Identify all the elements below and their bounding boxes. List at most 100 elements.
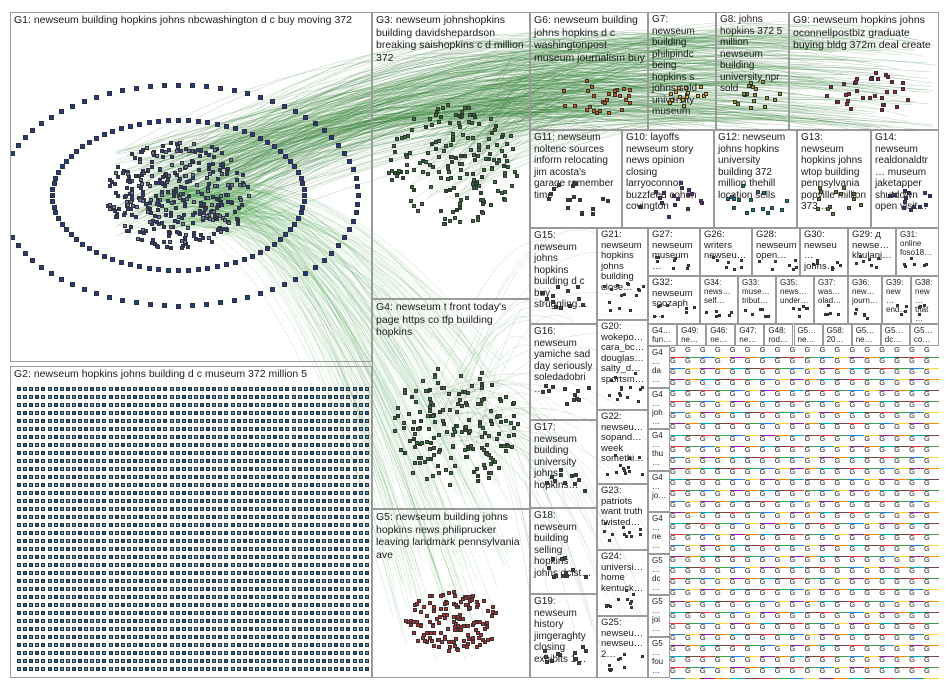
graph-edge (145, 68, 650, 178)
graph-node (163, 212, 168, 217)
graph-node (297, 555, 302, 559)
graph-edge (166, 114, 728, 171)
graph-node (169, 531, 174, 535)
graph-node (193, 523, 198, 527)
graph-node (346, 443, 351, 447)
graph-node (47, 555, 52, 559)
graph-node (145, 507, 150, 511)
graph-node (309, 651, 314, 655)
graph-edge (212, 77, 667, 164)
graph-node (358, 667, 363, 671)
graph-node (279, 475, 284, 479)
graph-node (309, 579, 314, 583)
group-panel-g2: G2: newseum hopkins johns building d c m… (10, 366, 372, 678)
graph-edge (191, 69, 754, 213)
graph-edge (221, 38, 786, 157)
graph-node (417, 410, 422, 415)
graph-node (181, 419, 186, 423)
graph-node (607, 301, 611, 305)
graph-node (250, 132, 256, 138)
group-label-col-6: G5… joi… (652, 597, 663, 633)
graph-node (334, 459, 339, 463)
graph-node (267, 595, 272, 599)
graph-node (352, 403, 357, 407)
graph-node (315, 571, 320, 575)
graph-node (78, 499, 82, 503)
graph-node (151, 611, 156, 615)
graph-node (163, 603, 168, 607)
tiny-group-cell: G (834, 667, 850, 679)
graph-node (587, 385, 592, 390)
graph-node (151, 619, 156, 623)
graph-node (175, 635, 180, 639)
graph-node (511, 146, 516, 151)
graph-node (352, 539, 357, 543)
graph-node (912, 262, 916, 266)
graph-node (364, 579, 369, 583)
graph-node (133, 300, 139, 306)
graph-node (120, 587, 125, 591)
graph-edge (162, 224, 397, 589)
graph-edge (142, 87, 564, 185)
graph-node (126, 547, 131, 551)
graph-node (169, 667, 174, 671)
graph-node (309, 611, 314, 615)
graph-node (438, 409, 443, 414)
graph-node (159, 149, 164, 154)
graph-node (120, 651, 125, 655)
graph-node (618, 464, 622, 468)
graph-node (94, 291, 100, 297)
graph-node (41, 507, 46, 511)
graph-node (227, 220, 232, 225)
graph-node (545, 480, 550, 485)
graph-edge (172, 59, 636, 149)
graph-node (139, 150, 144, 155)
graph-node (169, 435, 174, 439)
graph-node (224, 515, 229, 519)
graph-node (298, 210, 304, 216)
graph-node (340, 507, 345, 511)
graph-node (273, 555, 278, 559)
graph-node (656, 256, 660, 260)
graph-edge (224, 103, 724, 225)
graph-node (733, 268, 737, 272)
graph-node (346, 643, 351, 647)
graph-node (566, 206, 571, 211)
graph-node (101, 253, 107, 259)
graph-node (139, 539, 143, 543)
graph-node (56, 216, 62, 222)
graph-node (273, 667, 278, 671)
graph-node (273, 467, 278, 471)
graph-edge (227, 113, 871, 224)
graph-node (114, 659, 119, 663)
graph-edge (165, 194, 466, 373)
graph-node (924, 203, 929, 208)
graph-node (168, 240, 173, 245)
graph-node (279, 491, 284, 495)
graph-node (309, 395, 314, 399)
graph-node (285, 659, 290, 663)
graph-node (212, 547, 217, 551)
graph-node (200, 215, 205, 220)
graph-edge (481, 62, 756, 153)
graph-edge (184, 187, 461, 489)
graph-node (285, 475, 290, 479)
graph-node (230, 571, 235, 575)
graph-node (139, 627, 143, 631)
graph-node (139, 403, 143, 407)
graph-node (84, 627, 89, 631)
graph-node (120, 411, 125, 415)
graph-node (126, 667, 131, 671)
group-panel-g8: G8: johns hopkins 372 5 million newseum … (716, 12, 789, 130)
graph-node (175, 451, 180, 455)
graph-node (292, 221, 298, 227)
graph-node (485, 144, 490, 149)
graph-node (65, 419, 70, 423)
graph-node (285, 459, 290, 463)
graph-edge (478, 27, 805, 167)
graph-node (41, 467, 46, 471)
graph-node (242, 395, 247, 399)
graph-node (169, 635, 174, 639)
graph-node (230, 563, 235, 567)
graph-node (15, 243, 21, 249)
